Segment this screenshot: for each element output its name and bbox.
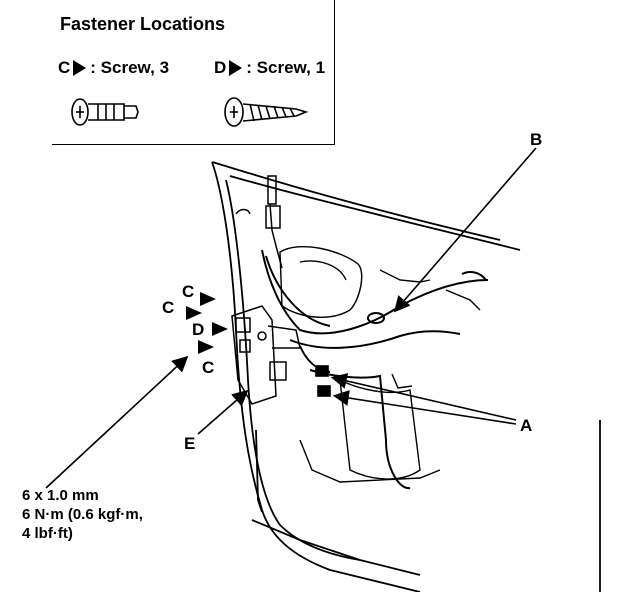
legend-item-c-text: : Screw, 3 — [90, 58, 170, 77]
callout-e: E — [184, 434, 196, 453]
callout-a: A — [520, 416, 533, 435]
leader-a1 — [330, 373, 517, 421]
legend-item-d: D : Screw, 1 — [214, 58, 325, 78]
door-frame — [211, 161, 601, 592]
torque-spec: 6 x 1.0 mm 6 N·m (0.6 kgf·m, 4 lbf·ft) — [22, 486, 143, 543]
screw-d-icon — [224, 97, 309, 127]
pointer-d-icon — [212, 322, 228, 336]
pointer-c2-icon — [186, 306, 202, 320]
pointer-c3-icon — [198, 340, 214, 354]
pointer-triangle-icon — [73, 60, 87, 76]
door-rod — [265, 175, 283, 269]
callout-c1: C — [182, 282, 195, 301]
callout-c3: C — [202, 358, 215, 377]
legend-item-d-text: : Screw, 1 — [246, 58, 326, 77]
callout-b: B — [530, 130, 543, 149]
spec-line-1: 6 x 1.0 mm — [22, 487, 99, 504]
callout-d: D — [192, 320, 205, 339]
callout-c2: C — [162, 298, 175, 317]
fastener-pointers — [186, 292, 228, 354]
screw-c-icon — [71, 98, 139, 126]
door-cables — [261, 249, 489, 490]
inner-panel — [235, 208, 481, 483]
pointer-c1-icon — [200, 292, 216, 306]
leader-a2 — [332, 390, 517, 425]
door-connectors — [315, 365, 331, 397]
leader-b — [393, 147, 537, 313]
legend-title: Fastener Locations — [60, 14, 226, 34]
leader-e — [197, 389, 249, 435]
legend-item-d-letter: D — [214, 58, 227, 77]
fastener-legend-box — [52, 0, 335, 145]
spec-line-3: 4 lbf·ft) — [22, 525, 73, 542]
leader-spec — [45, 355, 189, 489]
legend-item-c: C : Screw, 3 — [58, 58, 169, 78]
latch-assembly — [231, 305, 301, 405]
pointer-triangle-icon — [229, 60, 243, 76]
leader-lines — [45, 147, 537, 489]
legend-item-c-letter: C — [58, 58, 71, 77]
spec-line-2: 6 N·m (0.6 kgf·m, — [22, 506, 143, 523]
